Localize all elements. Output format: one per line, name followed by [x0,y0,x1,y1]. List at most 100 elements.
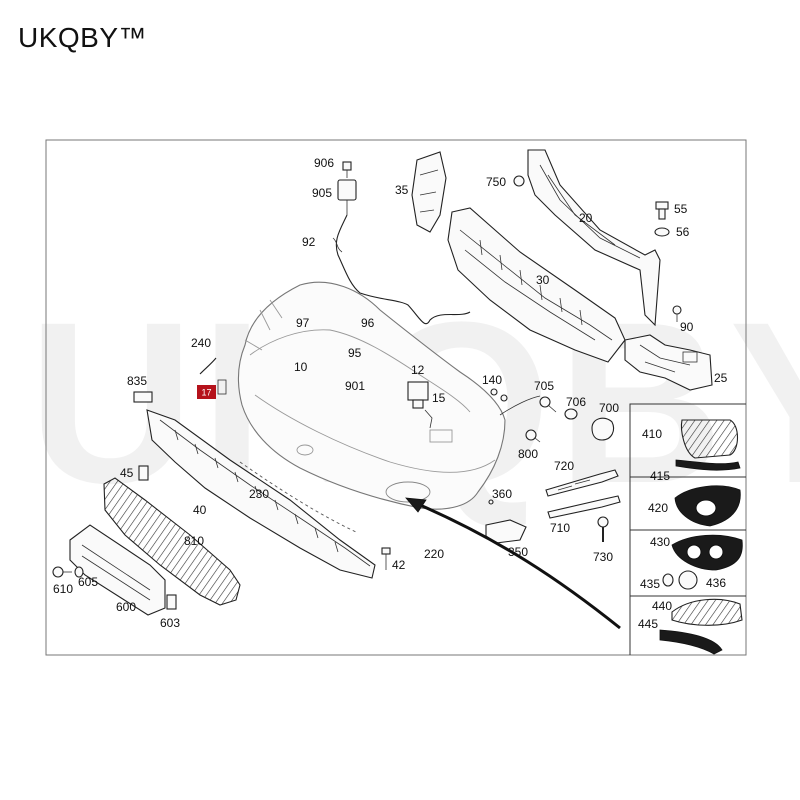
callout-603: 603 [160,616,180,630]
screw-610 [52,566,72,578]
tow-eye-700 [591,417,615,441]
lip-230 [239,461,357,533]
callout-140: 140 [482,373,502,387]
callout-240: 240 [191,336,211,350]
side-bracket-25 [624,334,713,391]
callout-436: 436 [706,576,726,590]
lower-grille-810 [103,477,241,606]
connector-line-140 [499,395,541,416]
trim-445 [659,629,723,655]
impact-absorber-30 [447,207,626,363]
callout-705: 705 [534,379,554,393]
bolt-42 [381,547,391,570]
callout-350: 350 [508,545,528,559]
callout-420: 420 [648,501,668,515]
trim-415 [675,459,741,471]
callout-706: 706 [566,395,586,409]
callout-42: 42 [392,558,406,572]
ring-435 [662,573,674,587]
callout-15: 15 [432,391,446,405]
callout-92: 92 [302,235,316,249]
grille-410 [680,419,739,459]
pointer-arrow [419,503,621,630]
license-bracket-600 [69,524,166,616]
callout-230: 230 [249,487,269,501]
lower-spoiler-220 [146,409,376,579]
callout-435: 435 [640,577,660,591]
highlight-box [197,385,216,399]
clip-603 [166,594,177,610]
nut-750 [513,175,525,187]
callout-45: 45 [120,466,134,480]
washer-nozzle-12 [407,381,429,409]
brand-logo: UKQBY™ [18,22,148,53]
lamp-436 [678,570,698,590]
bolt-705 [539,396,557,413]
callout-360: 360 [492,487,512,501]
callout-810: 810 [184,534,204,548]
clip-45 [138,465,149,481]
diagram-frame [45,139,747,656]
callout-12: 12 [411,363,425,377]
fog-cover-420 [674,485,741,527]
screw-730 [597,516,609,542]
bumper-cover-10 [237,281,506,510]
fog-cover-430 [671,534,743,571]
callout-35: 35 [395,183,409,197]
callout-906: 906 [314,156,334,170]
callout-55: 55 [674,202,688,216]
callout-750: 750 [486,175,506,189]
callout-430: 430 [650,535,670,549]
harness-clip [332,237,343,253]
strip-720 [545,469,619,497]
sensor-housing-905 [337,179,357,215]
callout-905: 905 [312,186,332,200]
clip-140 [490,388,508,402]
bracket-35 [411,151,447,233]
callout-220: 220 [424,547,444,561]
callout-56: 56 [676,225,690,239]
callout-730: 730 [593,550,613,564]
callout-410: 410 [642,427,662,441]
clip-605 [74,566,84,578]
trim-240 [199,357,217,375]
sensor-cap-906 [342,161,352,178]
callout-40: 40 [193,503,207,517]
grille-440 [671,598,743,626]
callout-10: 10 [294,360,308,374]
side-panel-frame [629,403,746,655]
callout-96: 96 [361,316,375,330]
callout-20: 20 [579,211,593,225]
callout-835: 835 [127,374,147,388]
callout-445: 445 [638,617,658,631]
callout-720: 720 [554,459,574,473]
arrow-head [405,497,427,513]
callout-700: 700 [599,401,619,415]
callout-97: 97 [296,316,310,330]
callout-610: 610 [53,582,73,596]
callout-95: 95 [348,346,362,360]
bracket-835 [133,391,153,403]
callout-605: 605 [78,575,98,589]
washer-56 [654,227,670,237]
washer-706 [564,408,578,420]
callout-30: 30 [536,273,550,287]
clip-360 [488,499,494,505]
clip-17-part [217,379,227,395]
callout-800: 800 [518,447,538,461]
highlight-label: 17 [201,388,211,398]
callout-600: 600 [116,600,136,614]
callout-25: 25 [714,371,728,385]
callout-440: 440 [652,599,672,613]
clip-90 [672,305,682,322]
wiring-harness-92 [335,214,471,325]
callout-710: 710 [550,521,570,535]
hose-15 [424,409,433,429]
callout-415: 415 [650,469,670,483]
callout-901: 901 [345,379,365,393]
strip-710 [547,495,621,519]
bolt-800 [525,429,541,443]
callout-90: 90 [680,320,694,334]
